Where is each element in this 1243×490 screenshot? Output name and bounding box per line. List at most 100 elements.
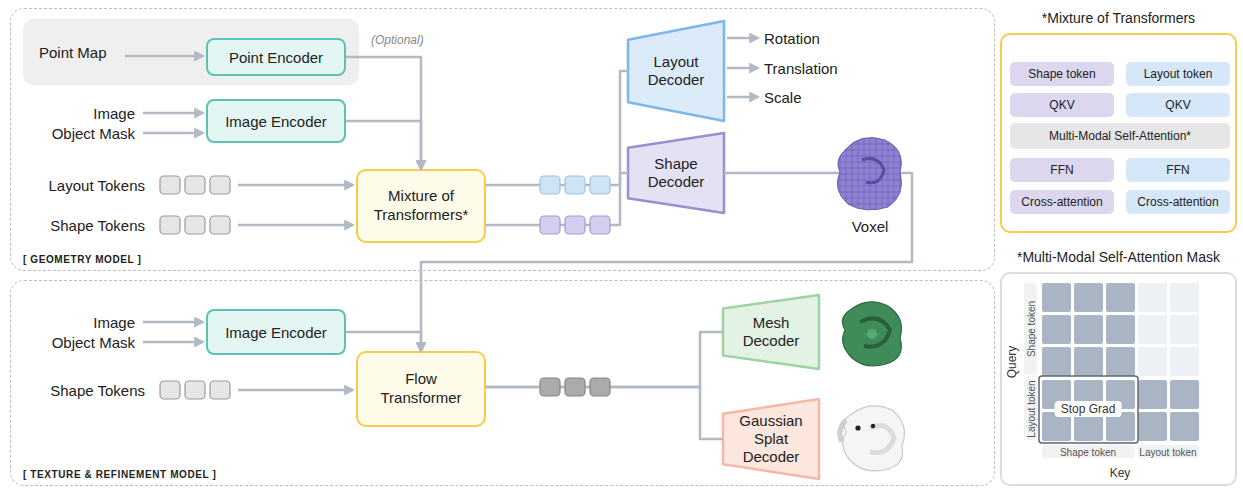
input-arrows [143, 341, 203, 344]
flow-connector [346, 57, 421, 169]
layer-pill: QKV [1010, 93, 1114, 117]
node-label: *Mixture of Transformers [1002, 10, 1235, 26]
axis-label: Query [1005, 346, 1019, 379]
decoder-trapezoid: Shape Decoder [626, 131, 726, 215]
token-pill: Shape token [1010, 62, 1114, 86]
node-label: Multi-Modal Self-Attention* [1049, 129, 1191, 143]
flow-connector [346, 332, 421, 351]
shape-output-tokens [540, 216, 610, 234]
axis-bands [1024, 283, 1199, 458]
input-arrows [143, 112, 203, 115]
axis-bands [1138, 445, 1199, 458]
io-label: Image [93, 105, 135, 122]
mask-cell [1170, 315, 1199, 344]
node-label: QKV [1049, 98, 1074, 112]
io-label: Layout Tokens [49, 177, 145, 194]
io-label: Object Mask [52, 125, 135, 142]
layer-pill: Cross-attention [1010, 190, 1114, 214]
input-tokens [185, 176, 205, 194]
gaussian-splat-figure [855, 425, 860, 430]
mask-cell [1074, 315, 1103, 344]
io-label: Translation [764, 60, 838, 77]
flow-connector [486, 71, 628, 185]
layer-pill: QKV [1126, 93, 1230, 117]
axis-label: Layout token [1139, 447, 1196, 458]
layer-pill: Cross-attention [1126, 190, 1230, 214]
node-label: Image Encoder [225, 113, 327, 130]
model-region: [ GEOMETRY MODEL ]Point MapPoint Encoder… [10, 8, 995, 271]
node-label: FFN [1166, 163, 1189, 177]
flow-connector [486, 387, 723, 439]
axis-bands [1042, 445, 1135, 458]
layer-pill: FFN [1126, 158, 1230, 182]
mask-cell [1170, 380, 1199, 409]
mask-cell [1074, 347, 1103, 376]
mask-cell [1138, 283, 1167, 312]
io-label: Object Mask [52, 334, 135, 351]
input-tokens [160, 216, 180, 234]
flow-output-tokens [590, 378, 610, 396]
optional-input-band: Point Map Point Encoder [23, 19, 359, 85]
node-label: Point Encoder [229, 49, 323, 66]
input-tokens [160, 176, 230, 399]
node-label: *Multi-Modal Self-Attention Mask [1002, 249, 1235, 265]
layout-output-tokens [590, 176, 610, 194]
input-arrows [143, 321, 203, 324]
trapezoid-shape [723, 295, 819, 369]
decoder-trapezoid: Gaussian Splat Decoder [721, 397, 821, 481]
axis-bands [1024, 283, 1037, 375]
layout-output-tokens [540, 176, 610, 194]
encoder-box: Image Encoder [206, 309, 346, 355]
mask-cell [1106, 315, 1135, 344]
io-label: Rotation [764, 30, 820, 47]
node-label: Layout Decoder [634, 53, 718, 89]
flow-connector [486, 173, 628, 225]
layout-output-tokens [565, 176, 585, 194]
mask-cell [1138, 315, 1167, 344]
mask-cell [1042, 315, 1071, 344]
node-label: [ TEXTURE & REFINEMENT MODEL ] [23, 469, 216, 480]
mask-cell [1106, 283, 1135, 312]
trapezoid-shape [723, 399, 819, 479]
flow-output-tokens [540, 378, 610, 396]
trapezoid-shape [628, 133, 724, 213]
token-pill: Layout token [1126, 62, 1230, 86]
input-arrows [727, 96, 758, 99]
node-label: Layout token [1144, 67, 1213, 81]
node-label: Point Map [39, 44, 107, 61]
voxel-figure [862, 158, 884, 182]
input-arrows [125, 55, 203, 58]
mask-cell [1170, 347, 1199, 376]
encoder-box: Point Encoder [206, 38, 346, 76]
voxel-figure [837, 138, 901, 210]
node-label: Gaussian Splat Decoder [729, 412, 813, 466]
flow-connector [421, 173, 912, 351]
input-tokens [210, 381, 230, 399]
mesh-figure [842, 302, 901, 366]
decoder-trapezoid: Mesh Decoder [721, 293, 821, 371]
input-arrows [727, 67, 758, 70]
axis-bands [1024, 379, 1037, 440]
model-region: [ TEXTURE & REFINEMENT MODEL ] Image Enco… [10, 280, 995, 486]
mask-cell [1170, 283, 1199, 312]
detail-panel: *Mixture of TransformersShape tokenLayou… [1000, 33, 1237, 233]
input-arrows [238, 389, 353, 392]
input-tokens [185, 216, 205, 234]
stop-grad-label: Stop Grad [1055, 401, 1122, 417]
input-tokens [210, 216, 230, 234]
axis-label: Shape token [1060, 447, 1116, 458]
node-label: Mesh Decoder [729, 314, 813, 350]
attention-mask-grid [1042, 283, 1199, 441]
flow-connector [486, 332, 723, 387]
io-label: Shape Tokens [50, 382, 145, 399]
axis-label: Shape token [1026, 301, 1037, 357]
flow-connector [346, 121, 421, 169]
flow-output-tokens [565, 378, 585, 396]
input-tokens [210, 176, 230, 194]
transformer-box: Mixture of Transformers* [356, 169, 486, 243]
mask-cell [1138, 347, 1167, 376]
io-label: Voxel [852, 218, 889, 235]
node-label: Flow Transformer [366, 370, 476, 408]
node-label: FFN [1050, 163, 1073, 177]
mask-cell [1042, 283, 1071, 312]
